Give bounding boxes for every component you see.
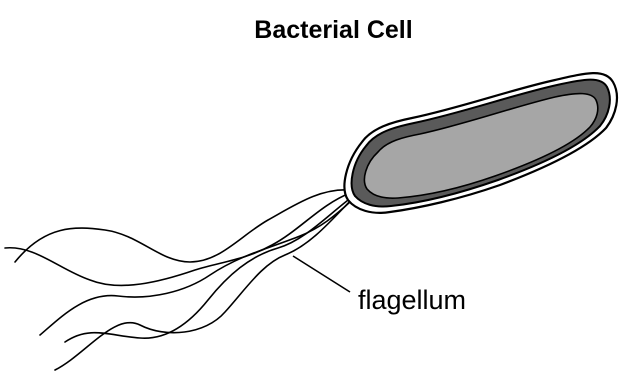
flagella [5, 190, 352, 370]
flagellum-strand-4 [55, 199, 352, 370]
flagellum-leader-line [293, 256, 350, 292]
flagellum-label: flagellum [358, 285, 466, 315]
